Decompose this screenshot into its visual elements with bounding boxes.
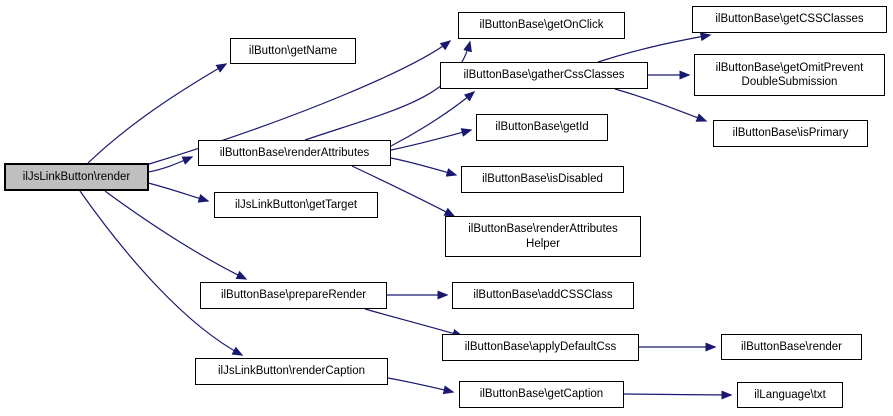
edge-render-to-renderattributes: [147, 156, 194, 173]
node-ilbuttonbase-getonclick[interactable]: ilButtonBase\getOnClick: [458, 12, 625, 39]
edge-gathercssclasses-to-isprimary: [614, 88, 708, 122]
node-ilbuttonbase-getcssclasses[interactable]: ilButtonBase\getCSSClasses: [692, 6, 887, 33]
edge-render-to-rendercaption: [79, 190, 244, 356]
edge-getcaption-to-txt: [623, 390, 733, 400]
edge-renderattributes-to-getonclick: [304, 40, 472, 141]
node-ilbuttonbase-getomitpreventdoublesubmission[interactable]: ilButtonBase\getOmitPrevent DoubleSubmis…: [694, 54, 885, 96]
edge-gathercssclasses-to-getcssclasses: [597, 32, 712, 63]
node-ilbuttonbase-isdisabled[interactable]: ilButtonBase\isDisabled: [461, 166, 624, 193]
node-ilbuttonbase-preparerender[interactable]: ilButtonBase\prepareRender: [200, 282, 387, 309]
edge-renderattributes-to-gathercssclasses: [390, 91, 476, 147]
node-ilbuttonbase-getcaption[interactable]: ilButtonBase\getCaption: [459, 381, 624, 408]
node-iljslinkbutton-rendercaption[interactable]: ilJsLinkButton\renderCaption: [195, 358, 388, 385]
node-ilbuttonbase-renderattributeshelper[interactable]: ilButtonBase\renderAttributes Helper: [445, 216, 641, 257]
edge-renderattributes-to-renderattributeshelper: [351, 165, 456, 217]
edge-render-to-getname: [87, 63, 228, 164]
edge-render-to-gettarget: [147, 182, 210, 203]
edge-rendercaption-to-getcaption: [387, 377, 455, 395]
edge-renderattributes-to-isdisabled: [390, 157, 458, 177]
node-ilbutton-getname[interactable]: ilButton\getName: [230, 38, 356, 64]
edge-render-to-preparerender: [104, 190, 248, 280]
edge-preparerender-to-applydefaultcss: [364, 308, 464, 338]
node-ilbuttonbase-isprimary[interactable]: ilButtonBase\isPrimary: [713, 120, 868, 147]
node-ilbuttonbase-getid[interactable]: ilButtonBase\getId: [476, 114, 608, 141]
edge-renderattributes-to-getid: [390, 128, 473, 151]
node-ilbuttonbase-gathercssclasses[interactable]: ilButtonBase\gatherCssClasses: [440, 62, 648, 89]
node-ilbuttonbase-applydefaultcss[interactable]: ilButtonBase\applyDefaultCss: [442, 334, 639, 361]
node-iljslinkbutton-render: ilJsLinkButton\render: [4, 163, 149, 191]
node-ilbuttonbase-render[interactable]: ilButtonBase\render: [721, 334, 862, 360]
node-iljslinkbutton-gettarget[interactable]: ilJsLinkButton\getTarget: [214, 192, 378, 218]
node-illanguage-txt[interactable]: ilLanguage\txt: [737, 382, 843, 408]
node-ilbuttonbase-renderattributes[interactable]: ilButtonBase\renderAttributes: [198, 140, 391, 166]
node-ilbuttonbase-addcssclass[interactable]: ilButtonBase\addCSSClass: [452, 282, 634, 309]
